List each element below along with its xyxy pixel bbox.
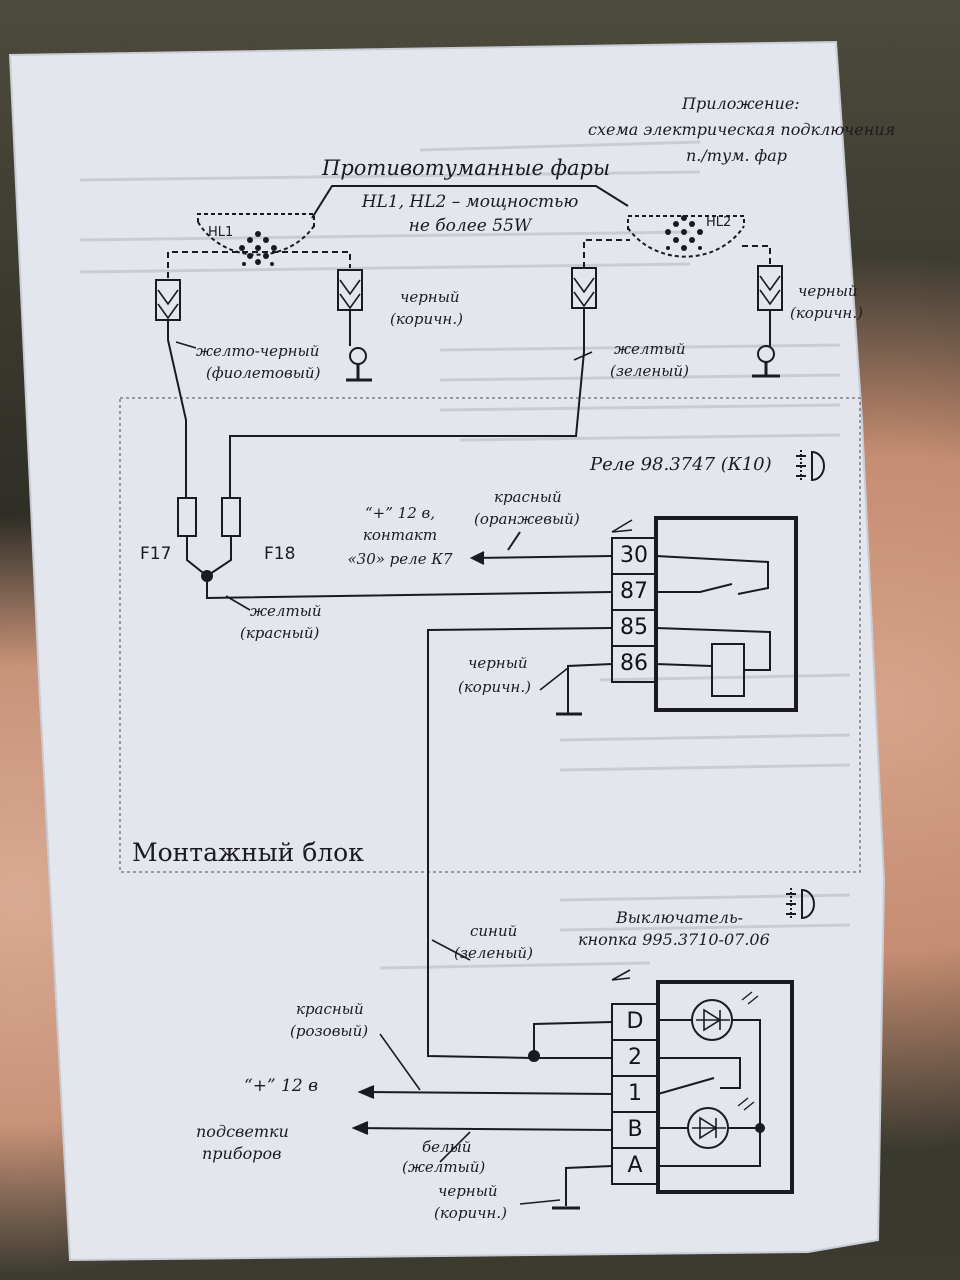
fuse-f17-label: F17 [140, 544, 172, 564]
fog-light-symbol-switch [786, 888, 815, 920]
switch-white-wire-label: белый [422, 1138, 472, 1156]
appendix-label: Приложение: [682, 94, 800, 113]
switch-pin-D: D [626, 1009, 644, 1034]
switch-pin-2: 2 [628, 1045, 642, 1070]
fog-light-symbol-relay [796, 450, 825, 482]
hl2-lamp-body [627, 225, 745, 258]
switch-plus-12v-label: “+” 12 в [244, 1076, 318, 1096]
relay-title: Реле 98.3747 (К10) [590, 454, 772, 475]
switch-pin-1: 1 [628, 1081, 642, 1106]
fuse-relay-wire-label: желтый [250, 602, 322, 620]
relay-pin-87: 87 [620, 579, 648, 604]
switch-model: кнопка 995.3710-07.06 [578, 930, 770, 949]
relay-pin-85: 85 [620, 615, 648, 640]
hl2-supply-wire-label: желтый [614, 340, 686, 358]
hl1-supply-wire-label: желто-черный [196, 342, 320, 360]
relay-ground-wire-label: черный [468, 654, 528, 672]
instrument-backlight-label: подсветки [196, 1122, 289, 1141]
switch-junction [528, 1050, 540, 1062]
switch-red-wire-alt-label: (розовый) [290, 1022, 369, 1040]
relay-plus-contact: контакт [362, 526, 438, 544]
hl2-label: HL2 [706, 215, 732, 230]
switch-blue-wire-label: синий [470, 922, 518, 940]
switch-black-wire-label: черный [438, 1182, 498, 1200]
mounting-block-label: Монтажный блок [132, 838, 364, 867]
hl2-ground-wire-alt-label: (коричн.) [790, 304, 863, 322]
switch-title: Выключатель- [616, 908, 744, 927]
hl2-supply-wire-alt-label: (зеленый) [610, 362, 689, 380]
hl2-lamp-dots [665, 215, 703, 251]
appendix-description: схема электрическая подключения [588, 120, 896, 139]
fuse-relay-wire-alt-label: (красный) [240, 624, 320, 642]
relay-plus-k7: «30» реле К7 [347, 550, 453, 568]
fuse-f18-label: F18 [264, 544, 296, 564]
hl2-ground-wire-label: черный [798, 282, 858, 300]
paper-sheet [10, 42, 884, 1260]
switch-pin-B: B [627, 1117, 643, 1142]
hl1-lamp-dots [239, 231, 277, 266]
hl1-ground-wire-alt-label: (коричн.) [390, 310, 463, 328]
switch-red-wire-label: красный [296, 1000, 364, 1018]
relay-coil [711, 643, 745, 697]
title-leader-left [311, 185, 629, 219]
switch-black-wire-alt-label: (коричн.) [434, 1204, 507, 1222]
mounting-block-frame [119, 397, 861, 873]
hl1-ground-wire-label: черный [400, 288, 460, 306]
switch-white-wire-alt-label: (желтый) [402, 1158, 486, 1176]
fog-lights-title: Противотуманные фары [322, 156, 611, 180]
switch-blue-wire-alt-label: (зеленый) [454, 944, 533, 962]
relay-pin-30: 30 [620, 543, 648, 568]
instrument-backlight-sub-label: приборов [202, 1144, 282, 1163]
relay-pin-86: 86 [620, 651, 648, 676]
hl1-label: HL1 [208, 225, 234, 240]
switch-pin-A: A [627, 1153, 643, 1178]
appendix-subject: п./тум. фар [686, 146, 787, 165]
hl1-supply-wire-alt-label: (фиолетовый) [206, 364, 321, 382]
relay-ground-wire-alt-label: (коричн.) [458, 678, 531, 696]
relay-power-wire-alt-label: (оранжевый) [474, 510, 580, 528]
relay-power-wire-label: красный [494, 488, 562, 506]
fog-lights-power-note: HL1, HL2 – мощностью [361, 192, 579, 212]
fog-lights-power-limit: не более 55W [408, 216, 532, 236]
relay-plus-supply: “+” 12 в, [364, 504, 436, 522]
